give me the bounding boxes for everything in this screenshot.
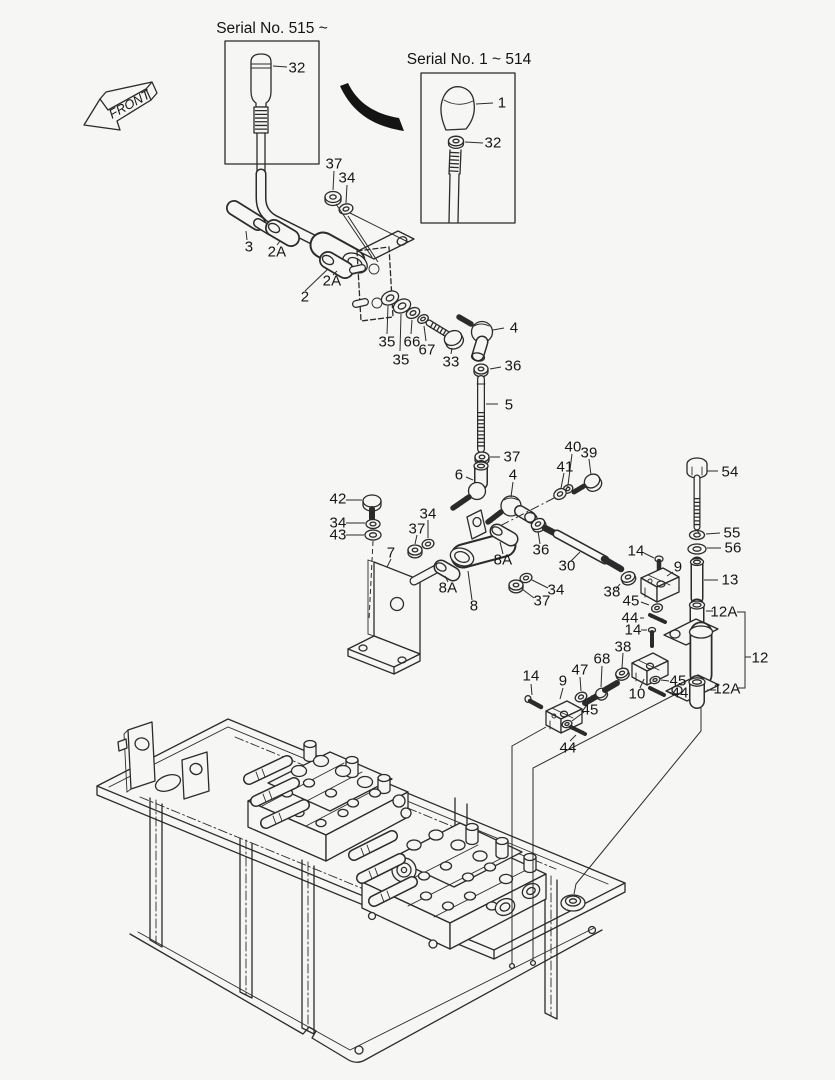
lever-linkage-parts [226, 168, 751, 742]
grommet [560, 894, 586, 912]
control-valve-bank-lower [348, 822, 547, 950]
serial-box-1-514 [420, 72, 516, 224]
serial-box-515-title: Serial No. 515 ~ [216, 20, 328, 37]
leader-lines-to-valve [508, 693, 702, 970]
serial-box-1-514-title: Serial No. 1 ~ 514 [406, 51, 532, 68]
serial-box-515 [224, 40, 320, 175]
control-valve-bank-upper [243, 739, 412, 862]
curved-pointer-arrow [340, 83, 404, 131]
front-label: FRONT [106, 86, 153, 121]
front-direction-arrow: FRONT [83, 81, 158, 131]
